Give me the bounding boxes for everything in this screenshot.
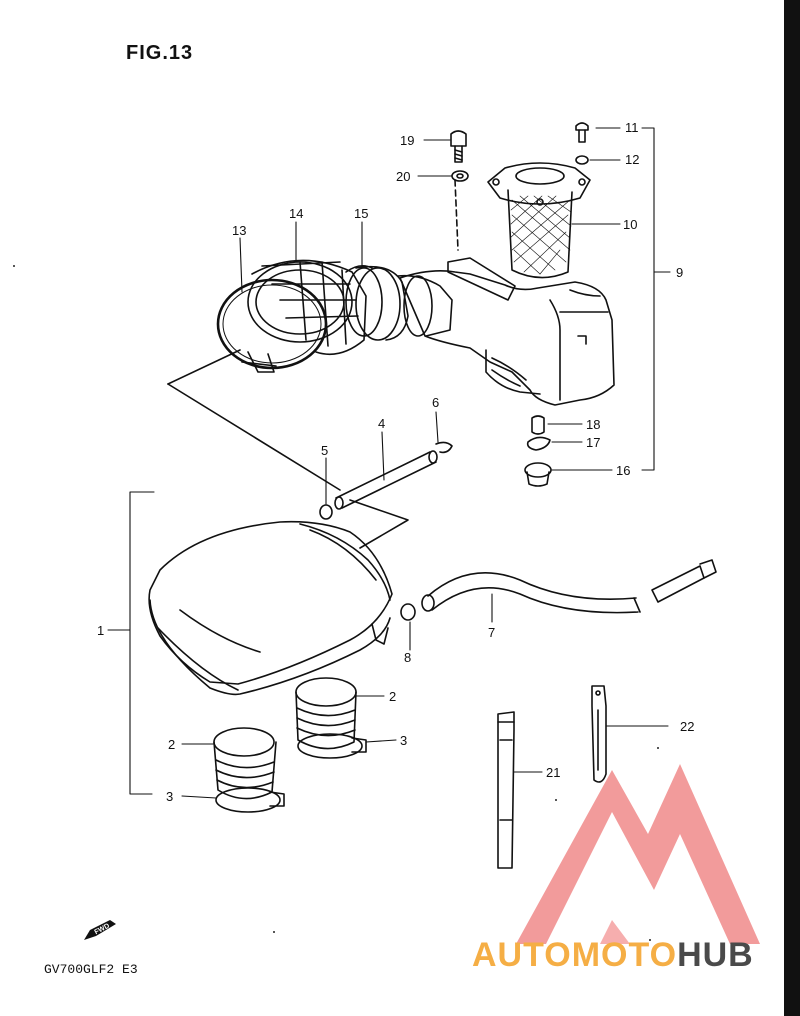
label-22: 22 (680, 719, 694, 734)
clip-17 (526, 436, 551, 451)
label-3-right: 3 (400, 733, 407, 748)
clamp-3-right (297, 733, 367, 759)
label-9: 9 (676, 265, 683, 280)
label-21: 21 (546, 765, 560, 780)
page-edge (784, 0, 800, 1016)
label-2-right: 2 (389, 689, 396, 704)
clip-6 (435, 441, 453, 454)
label-17: 17 (586, 435, 600, 450)
label-15: 15 (354, 206, 368, 221)
label-19: 19 (400, 133, 414, 148)
watermark-text: AUTOMOTOHUB (472, 936, 754, 975)
label-4: 4 (378, 416, 385, 431)
label-12: 12 (625, 152, 639, 167)
label-14: 14 (289, 206, 303, 221)
label-13: 13 (232, 223, 246, 238)
label-6: 6 (432, 395, 439, 410)
clamp-band-13 (216, 278, 328, 373)
air-cleaner-lower-case (148, 520, 393, 696)
label-5: 5 (321, 443, 328, 458)
svg-text:FWD: FWD (94, 923, 111, 937)
strap-22 (591, 685, 607, 783)
label-8: 8 (404, 650, 411, 665)
hose-7 (421, 559, 717, 614)
part-labels: 11 12 10 9 19 20 13 14 15 6 4 5 18 17 16… (97, 120, 694, 804)
watermark-part1: AUTOMOTO (472, 936, 678, 974)
label-2-left: 2 (168, 737, 175, 752)
label-18: 18 (586, 417, 600, 432)
label-20: 20 (396, 169, 410, 184)
label-16: 16 (616, 463, 630, 478)
label-7: 7 (488, 625, 495, 640)
label-10: 10 (623, 217, 637, 232)
leader-lines (107, 127, 671, 799)
fwd-arrow-icon: FWD (84, 920, 116, 940)
joint-2-right (295, 677, 357, 750)
intake-funnel-14 (247, 259, 367, 356)
bolt-19 (450, 130, 467, 163)
label-1: 1 (97, 623, 104, 638)
label-3-left: 3 (166, 789, 173, 804)
cap-18 (531, 415, 545, 435)
clamp-5 (319, 504, 333, 520)
screw-11 (575, 122, 589, 143)
watermark-logo (516, 764, 760, 944)
washer-12 (575, 155, 589, 165)
drain-hose-4 (334, 450, 438, 510)
clamp-8 (400, 603, 416, 621)
grommet-16 (524, 462, 552, 487)
label-11: 11 (625, 120, 639, 135)
strap-21 (497, 711, 515, 869)
clamp-3-left (215, 787, 285, 813)
watermark-part2: HUB (677, 936, 754, 974)
figure-title: FIG.13 (126, 42, 194, 64)
model-code: GV700GLF2 E3 (44, 962, 138, 977)
air-cleaner-upper-case (397, 162, 615, 406)
